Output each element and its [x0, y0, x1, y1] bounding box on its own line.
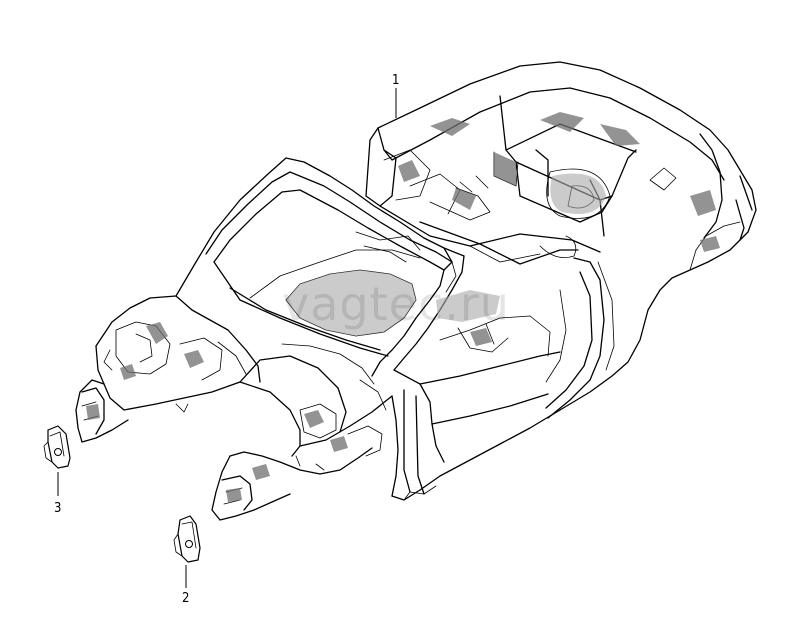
callout-2[interactable]: 2 [182, 591, 189, 606]
body-shell-drawing[interactable] [75, 61, 757, 521]
bracket-left-drawing[interactable] [43, 425, 71, 469]
callout-3[interactable]: 3 [54, 501, 61, 516]
bracket-right-drawing[interactable] [173, 515, 201, 563]
watermark: vagtec.ru [282, 277, 510, 331]
callout-1[interactable]: 1 [392, 73, 399, 88]
